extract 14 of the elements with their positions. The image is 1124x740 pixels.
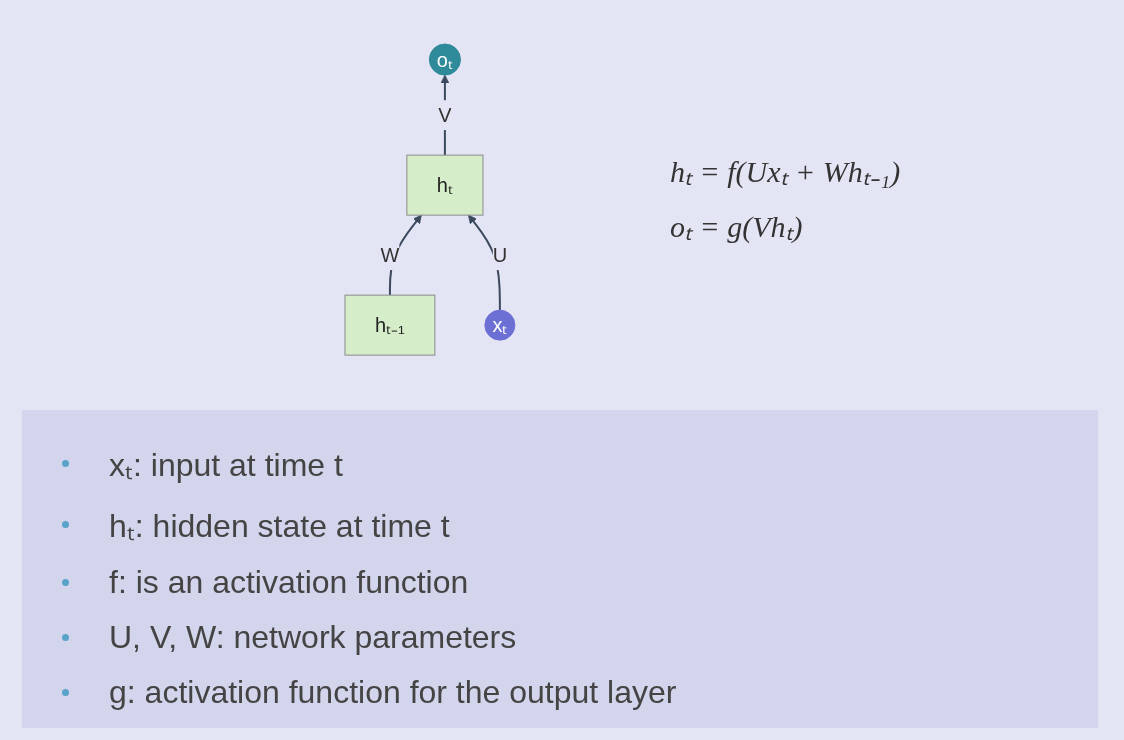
node-circle: xₜ — [484, 310, 516, 342]
edge-label: W — [380, 244, 400, 267]
definition-text: f: is an activation function — [109, 564, 469, 601]
definition-text: U, V, W: network parameters — [109, 619, 517, 656]
node-box: hₜ₋₁ — [344, 295, 436, 357]
node-box: hₜ — [406, 155, 484, 217]
node-circle: oₜ — [428, 43, 462, 77]
definition-text: g: activation function for the output layer — [109, 674, 677, 711]
definition-text: xₜ: input at time t — [109, 446, 343, 485]
equation: oₜ = g(Vhₜ) — [670, 209, 804, 245]
equation: hₜ = f(Uxₜ + Whₜ₋₁) — [670, 154, 901, 190]
definition-text: hₜ: hidden state at time t — [109, 507, 450, 546]
edge-label: U — [492, 244, 508, 267]
edge-label: V — [438, 104, 452, 127]
